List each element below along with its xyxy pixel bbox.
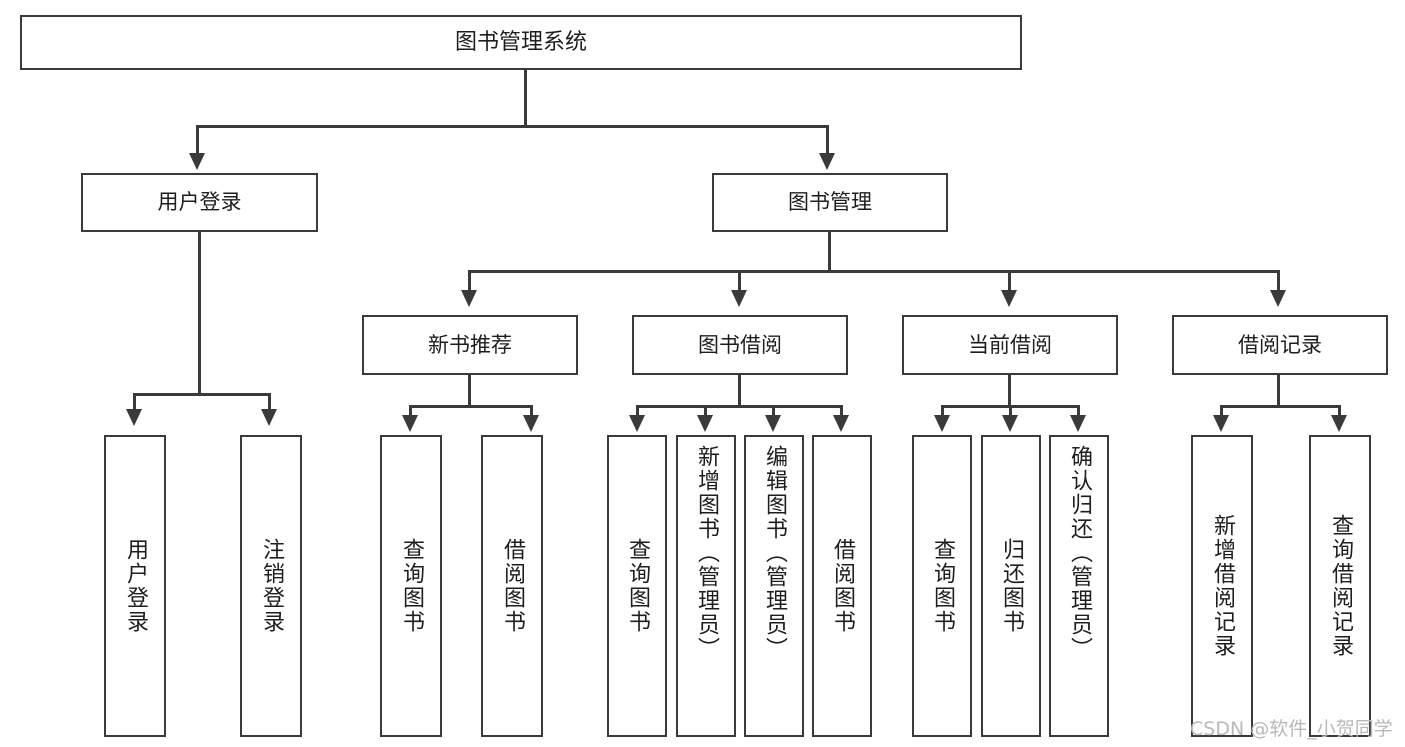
connector-br-child-1: [1220, 405, 1223, 417]
node-label: 确认归还（管理员）: [1067, 445, 1092, 661]
node-new-book-recommend[interactable]: 新书推荐: [362, 315, 578, 375]
node-label: 查询借阅记录: [1328, 514, 1353, 658]
leaf-bb-query-book[interactable]: 查询图书: [607, 435, 667, 737]
connector-nbr-child-2: [530, 405, 533, 417]
leaf-bb-borrow-book[interactable]: 借阅图书: [812, 435, 872, 737]
connector-nbr-child-1: [409, 405, 412, 417]
node-label: 借阅记录: [1238, 332, 1322, 357]
connector-cb-stem: [1008, 375, 1011, 408]
connector-bb-stem: [738, 375, 741, 408]
connector-root-to-book-manage: [826, 125, 829, 155]
leaf-cb-confirm-return[interactable]: 确认归还（管理员）: [1049, 435, 1109, 737]
node-label: 图书管理: [788, 190, 872, 215]
node-label: 图书借阅: [698, 332, 782, 357]
arrowhead-new-book-recommend: [461, 290, 477, 307]
arrowhead-br-add-record: [1213, 415, 1229, 432]
node-label: 新增图书（管理员）: [694, 445, 719, 661]
node-label: 新书推荐: [428, 332, 512, 357]
connector-br-child-2: [1338, 405, 1341, 417]
leaf-nbr-borrow-book[interactable]: 借阅图书: [481, 435, 543, 737]
arrowhead-leaf-user-login: [126, 409, 142, 426]
leaf-cb-query-book[interactable]: 查询图书: [912, 435, 972, 737]
arrowhead-book-borrow: [731, 290, 747, 307]
leaf-logout[interactable]: 注销登录: [240, 435, 302, 737]
connector-cb-child-1: [941, 405, 944, 417]
node-label: 借阅图书: [830, 538, 855, 634]
connector-bb-child-1: [636, 405, 639, 417]
connector-cb-child-3: [1077, 405, 1080, 417]
connector-book-manage-stem: [828, 232, 831, 272]
arrowhead-bb-add-book: [697, 415, 713, 432]
leaf-br-query-record[interactable]: 查询借阅记录: [1309, 435, 1371, 737]
connector-bb-child-4: [840, 405, 843, 417]
arrowhead-cb-query-book: [934, 415, 950, 432]
node-root-system[interactable]: 图书管理系统: [20, 15, 1022, 70]
node-label: 查询图书: [625, 538, 650, 634]
connector-user-login-stem: [198, 232, 201, 396]
leaf-nbr-query-book[interactable]: 查询图书: [380, 435, 442, 737]
connector-user-login-child-1: [133, 393, 136, 411]
node-label: 图书管理系统: [454, 29, 587, 55]
connector-bb-child-2: [704, 405, 707, 417]
arrowhead-cb-return-book: [1002, 415, 1018, 432]
arrowhead-leaf-logout: [261, 409, 277, 426]
node-label: 用户登录: [157, 190, 242, 215]
connector-bb-child-3: [772, 405, 775, 417]
node-label: 用户登录: [123, 538, 148, 634]
arrowhead-current-borrow: [1001, 290, 1017, 307]
connector-bm-child-4: [1277, 270, 1280, 292]
connector-root-bus: [196, 125, 829, 128]
node-label: 查询图书: [399, 538, 424, 634]
leaf-bb-edit-book[interactable]: 编辑图书（管理员）: [744, 435, 804, 737]
leaf-br-add-record[interactable]: 新增借阅记录: [1191, 435, 1253, 737]
connector-nbr-bus: [409, 405, 533, 408]
connector-br-stem: [1277, 375, 1280, 408]
node-label: 借阅图书: [500, 538, 525, 634]
node-current-borrow[interactable]: 当前借阅: [902, 315, 1118, 375]
node-book-borrow[interactable]: 图书借阅: [632, 315, 848, 375]
arrowhead-user-login: [189, 153, 205, 170]
arrowhead-bb-query-book: [629, 415, 645, 432]
node-label: 新增借阅记录: [1210, 514, 1235, 658]
connector-bm-child-2: [738, 270, 741, 292]
node-book-management[interactable]: 图书管理: [712, 173, 948, 232]
node-label: 查询图书: [930, 538, 955, 634]
connector-root-stem: [524, 70, 527, 125]
connector-br-bus: [1220, 405, 1341, 408]
node-label: 编辑图书（管理员）: [762, 445, 787, 661]
node-label: 当前借阅: [968, 332, 1052, 357]
connector-cb-child-2: [1009, 405, 1012, 417]
arrowhead-br-query-record: [1331, 415, 1347, 432]
connector-nbr-stem: [468, 375, 471, 408]
arrowhead-borrow-record: [1270, 290, 1286, 307]
csdn-watermark: CSDN @软件_小贺同学: [1190, 718, 1393, 740]
connector-book-manage-bus: [468, 270, 1280, 273]
connector-root-to-user-login: [196, 125, 199, 155]
node-label: 归还图书: [999, 538, 1024, 634]
node-user-login[interactable]: 用户登录: [81, 173, 318, 232]
arrowhead-nbr-query-book: [402, 415, 418, 432]
connector-bm-child-3: [1008, 270, 1011, 292]
arrowhead-nbr-borrow-book: [523, 415, 539, 432]
node-borrow-record[interactable]: 借阅记录: [1172, 315, 1388, 375]
leaf-cb-return-book[interactable]: 归还图书: [981, 435, 1041, 737]
connector-bb-bus: [636, 405, 843, 408]
leaf-bb-add-book[interactable]: 新增图书（管理员）: [676, 435, 736, 737]
arrowhead-bb-borrow-book: [833, 415, 849, 432]
connector-user-login-bus: [133, 393, 270, 396]
arrowhead-book-manage: [819, 153, 835, 170]
arrowhead-cb-confirm-return: [1070, 415, 1086, 432]
node-label: 注销登录: [259, 538, 284, 634]
leaf-user-login[interactable]: 用户登录: [104, 435, 166, 737]
connector-bm-child-1: [468, 270, 471, 292]
arrowhead-bb-edit-book: [765, 415, 781, 432]
connector-user-login-child-2: [268, 393, 271, 411]
